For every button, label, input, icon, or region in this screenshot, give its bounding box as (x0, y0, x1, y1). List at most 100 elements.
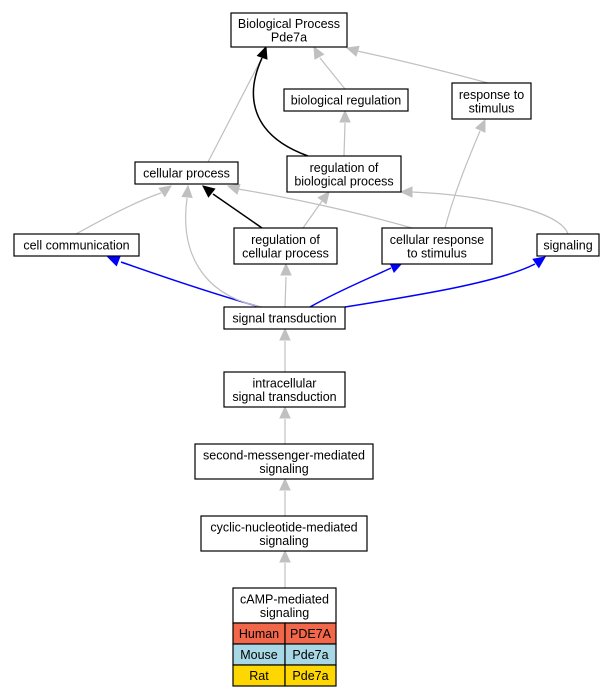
edge-is-a (226, 183, 413, 229)
edge-line (309, 267, 392, 308)
edge-line (252, 57, 309, 157)
node-sig-trans[interactable]: signal transduction (223, 306, 346, 330)
node-label: to stimulus (407, 246, 467, 260)
edge-arrowhead (202, 185, 216, 198)
edge-is-a (339, 109, 351, 157)
gene-row-human: Human PDE7A (232, 622, 337, 645)
edge-is-a (345, 45, 489, 84)
node-box (200, 515, 368, 552)
node-label: second-messenger-mediated (203, 448, 365, 462)
edge-line (284, 276, 287, 308)
edge-arrowhead (317, 191, 330, 205)
node-box (233, 227, 338, 265)
edge-arrowhead (532, 256, 546, 269)
edge-is-a (279, 477, 291, 516)
edge-arrowhead (181, 184, 193, 198)
edge-is-a (181, 184, 263, 308)
node-label: cAMP-mediated (240, 592, 329, 606)
edge-is-a (279, 327, 291, 372)
node-label: signaling (543, 239, 592, 253)
species-label: Human (239, 627, 279, 641)
edge-arrowhead (313, 45, 325, 60)
edge-regulates (202, 185, 263, 229)
node-box (232, 587, 337, 624)
edge-line (319, 57, 346, 90)
node-box (230, 12, 348, 48)
node-box (286, 155, 402, 193)
gene-cell (284, 664, 337, 687)
species-label: Mouse (240, 648, 278, 662)
edge-is-a (399, 186, 569, 235)
edge-arrowhead (345, 45, 360, 57)
node-signaling[interactable]: signaling (536, 233, 600, 257)
edge-arrowhead (158, 185, 172, 198)
node-label: cellular process (242, 246, 329, 260)
node-box (536, 233, 600, 257)
edge-regulates (252, 45, 309, 157)
node-label: cellular response (390, 233, 485, 247)
edge-arrowhead (474, 118, 486, 133)
node-label: cyclic-nucleotide-mediated (210, 520, 357, 534)
node-box (381, 227, 493, 265)
node-label: intracellular (253, 376, 317, 390)
node-label: stimulus (469, 101, 515, 115)
edge-arrowhead (279, 549, 291, 563)
node-label: biological regulation (291, 94, 402, 108)
node-label: signaling (259, 462, 308, 476)
edge-line (185, 197, 263, 308)
node-label: cellular process (143, 167, 230, 181)
edge-line (207, 57, 263, 163)
node-cell-comm[interactable]: cell communication (13, 233, 140, 257)
node-label: Pde7a (271, 30, 307, 44)
edge-is-a (302, 191, 330, 229)
node-label: cell communication (23, 239, 129, 253)
node-bio-reg[interactable]: biological regulation (283, 88, 409, 112)
node-label: response to (459, 88, 524, 102)
edge-line (212, 193, 263, 229)
edge-arrowhead (226, 183, 241, 195)
edge-arrowhead (279, 405, 291, 419)
edge-is-a (313, 45, 346, 90)
node-label: signal transduction (232, 390, 336, 404)
node-label: signaling (259, 534, 308, 548)
edge-arrowhead (256, 45, 268, 60)
node-label: regulation of (310, 161, 379, 175)
edge-is-a (280, 262, 292, 308)
node-label: regulation of (251, 233, 320, 247)
gene-label: PDE7A (290, 627, 332, 641)
node-box (134, 161, 239, 185)
node-box (451, 82, 532, 120)
edge-is-a (75, 185, 172, 235)
edge-is-a (444, 118, 486, 229)
edge-line (411, 191, 569, 235)
edge-line (444, 130, 481, 229)
edge-part-of (344, 256, 546, 308)
edge-line (356, 50, 489, 84)
edge-is-a (207, 45, 268, 163)
node-cell-proc[interactable]: cellular process (134, 161, 239, 185)
edge-arrowhead (279, 477, 291, 491)
node-label: biological process (294, 174, 393, 188)
gene-label: Pde7a (292, 669, 328, 683)
node-box (223, 306, 346, 330)
node-box (223, 371, 346, 408)
node-box (13, 233, 140, 257)
edge-line (343, 122, 346, 157)
node-box (194, 443, 374, 480)
edge-arrowhead (106, 255, 121, 267)
edge-arrowhead (339, 109, 351, 123)
species-label: Rat (249, 669, 269, 683)
edge-is-a (279, 549, 291, 588)
